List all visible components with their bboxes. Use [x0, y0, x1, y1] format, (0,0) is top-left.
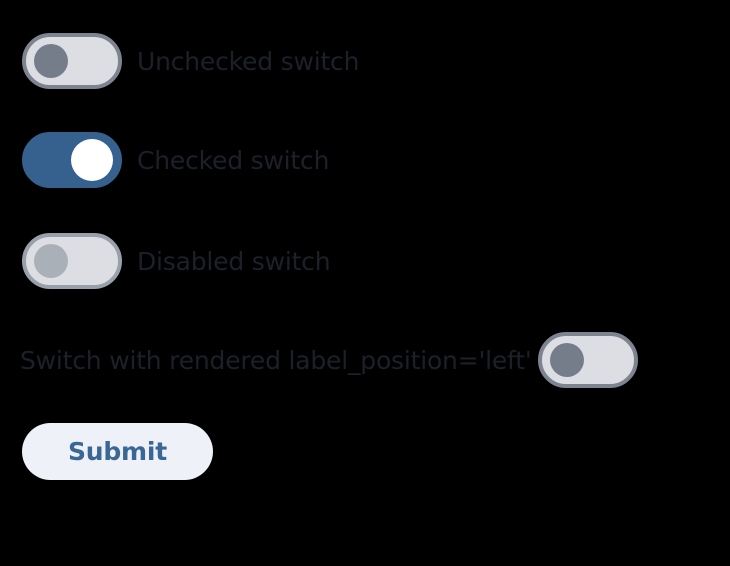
switch-row-unchecked: Unchecked switch [22, 33, 359, 89]
switch-disabled [22, 233, 122, 289]
switch-label-left-position: Switch with rendered label_position='lef… [20, 345, 532, 375]
switch-label-checked: Checked switch [137, 145, 330, 175]
switch-left-label[interactable] [537, 332, 638, 388]
switch-label-disabled: Disabled switch [137, 246, 331, 276]
switch-thumb [549, 343, 584, 377]
submit-button[interactable]: Submit [22, 423, 213, 480]
switch-thumb [71, 139, 113, 181]
switch-label-unchecked: Unchecked switch [137, 46, 360, 76]
switch-row-disabled: Disabled switch [22, 233, 331, 289]
switch-row-left-label: Switch with rendered label_position='lef… [20, 332, 710, 388]
switch-unchecked[interactable] [22, 33, 122, 89]
switch-row-checked: Checked switch [22, 132, 329, 188]
switch-thumb [34, 44, 68, 78]
switch-thumb [34, 244, 68, 278]
switch-checked[interactable] [22, 132, 122, 188]
